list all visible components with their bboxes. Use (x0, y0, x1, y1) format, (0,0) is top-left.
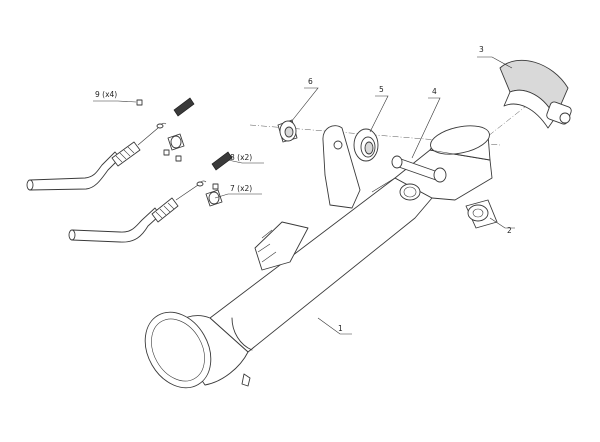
callout-part-8: 8 (x2) (230, 153, 252, 162)
part-8-springs (173, 97, 233, 171)
callout-part-7: 7 (x2) (230, 184, 252, 193)
part-1-exhaust-pipe (144, 125, 493, 389)
callout-part-6: 6 (308, 77, 313, 86)
callout-part-1: 1 (338, 324, 343, 333)
callout-part-4: 4 (432, 87, 437, 96)
lower-sensor-cable (68, 180, 207, 243)
callout-part-9: 9 (x4) (95, 90, 117, 99)
part-4-bolt (391, 155, 447, 183)
callout-part-2: 2 (507, 226, 512, 235)
callout-part-3: 3 (479, 45, 484, 54)
leader-lines (93, 56, 515, 335)
callout-part-5: 5 (379, 85, 384, 94)
part-5-grommet (353, 128, 379, 162)
part-7-sleeves (167, 133, 223, 207)
upper-sensor-cable (26, 122, 167, 191)
callout-labels: 1 2 3 4 5 6 7 (x2) 8 (x2) 9 (x4) (95, 45, 512, 333)
part-2-bushing (465, 199, 498, 229)
assembly-axis-lines (249, 94, 541, 191)
part-6-spacer (277, 119, 298, 143)
part-3-clamp (499, 59, 572, 129)
part-9-washers (136, 99, 219, 190)
